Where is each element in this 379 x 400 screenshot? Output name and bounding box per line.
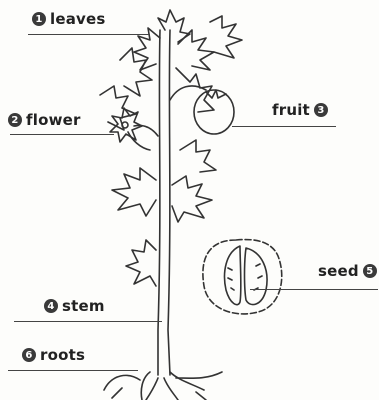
flower-leader-line xyxy=(10,134,114,135)
label-text-fruit: fruit xyxy=(272,101,310,119)
label-text-roots: roots xyxy=(40,346,85,364)
seed-leader-line xyxy=(250,289,378,290)
label-number-1: 1 xyxy=(32,12,46,26)
label-number-6: 6 xyxy=(22,348,36,362)
stem-leader-line xyxy=(14,321,162,322)
label-number-2: 2 xyxy=(8,113,22,127)
lower-leaves-drawing xyxy=(112,168,212,286)
label-seed: 5 seed xyxy=(318,262,377,280)
label-text-leaves: leaves xyxy=(50,10,106,28)
label-flower: 2 flower xyxy=(8,111,81,129)
label-text-flower: flower xyxy=(26,111,81,129)
roots-leader-line xyxy=(8,370,138,371)
leaves-leader-line xyxy=(28,34,150,35)
seed-cross-section-drawing xyxy=(203,240,282,314)
fruit-drawing xyxy=(170,86,234,134)
label-text-stem: stem xyxy=(62,297,105,315)
stem-drawing xyxy=(158,30,170,375)
label-stem: 4 stem xyxy=(44,297,105,315)
label-leaves: 1 leaves xyxy=(32,10,106,28)
label-roots: 6 roots xyxy=(22,346,85,364)
label-number-4: 4 xyxy=(44,299,58,313)
label-number-3: 3 xyxy=(314,103,328,117)
roots-drawing xyxy=(104,372,222,400)
label-text-seed: seed xyxy=(318,262,359,280)
label-number-5: 5 xyxy=(363,264,377,278)
label-fruit: 3 fruit xyxy=(272,101,328,119)
fruit-leader-line xyxy=(232,126,336,127)
